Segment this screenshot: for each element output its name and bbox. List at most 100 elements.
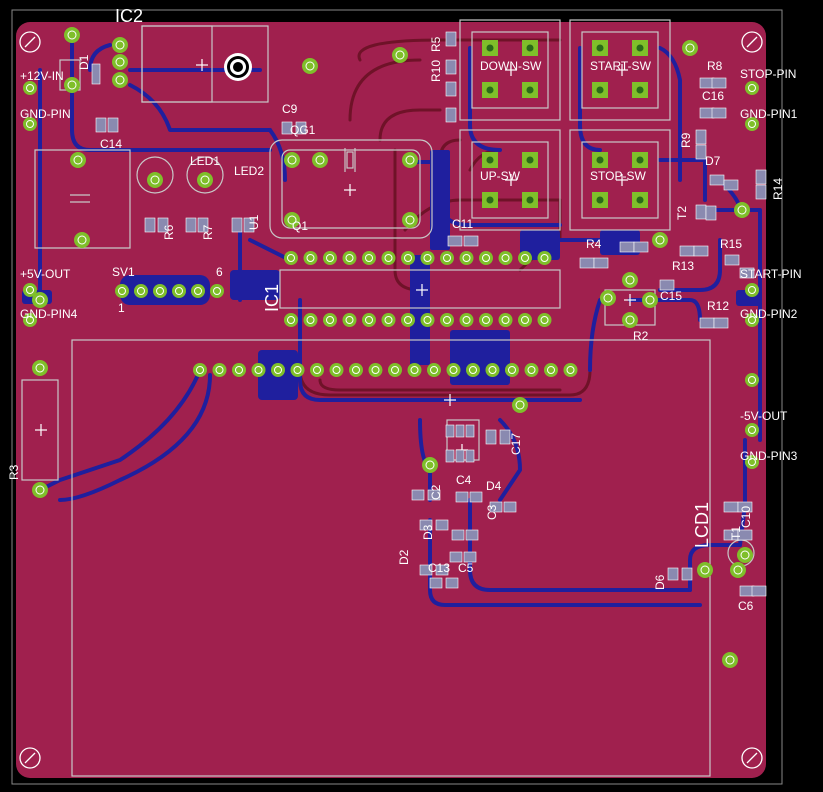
smd-pad <box>633 241 649 253</box>
smd-pad <box>197 217 209 233</box>
board-outline <box>11 9 783 785</box>
smd-pad <box>463 235 479 247</box>
pad <box>722 652 738 668</box>
label-c2: C2 <box>429 484 443 500</box>
smd-pad <box>144 217 156 233</box>
smd-pad <box>445 424 455 438</box>
label-d3: D3 <box>421 524 435 540</box>
smd-pad <box>485 429 497 445</box>
pad <box>70 152 86 168</box>
label-t1: T1 <box>729 526 743 540</box>
label-q1: Q1 <box>292 219 308 233</box>
label-d7: D7 <box>705 154 721 168</box>
pad <box>512 397 528 413</box>
pad <box>342 251 357 265</box>
smd-pad <box>243 217 255 233</box>
label-led2: LED2 <box>234 164 264 178</box>
pad <box>544 363 558 377</box>
label-gnd-pin: GND-PIN <box>20 107 71 121</box>
pad <box>622 272 638 288</box>
label-gnd-pin2: GND-PIN2 <box>740 307 798 321</box>
pad-hole <box>486 44 494 52</box>
smd-pad <box>711 77 727 89</box>
pad <box>479 313 493 327</box>
label-sv1: SV1 <box>112 265 135 279</box>
pad <box>197 172 213 188</box>
silkscreen <box>21 19 755 777</box>
pad <box>427 363 441 377</box>
pad <box>697 562 713 578</box>
pad <box>112 54 128 70</box>
pad <box>74 232 90 248</box>
pad <box>600 290 616 306</box>
pad <box>498 313 513 327</box>
pad <box>112 72 128 88</box>
pad <box>402 152 418 168</box>
pad <box>172 284 186 298</box>
smd-pad <box>489 501 503 513</box>
label-gnd-pin4: GND-PIN4 <box>20 307 78 321</box>
smd-pad <box>469 491 483 503</box>
pad <box>153 284 167 298</box>
smd-pad <box>455 424 465 438</box>
pad <box>191 284 205 298</box>
label-stop-pin: STOP-PIN <box>740 67 796 81</box>
pad-hole <box>526 86 534 94</box>
pad <box>440 251 454 265</box>
pad <box>271 363 285 377</box>
smd-pad <box>419 564 433 576</box>
pad <box>284 313 298 327</box>
pad <box>420 251 435 265</box>
smd-pad <box>445 107 457 123</box>
pad <box>193 363 207 377</box>
smd-pad <box>445 59 457 75</box>
pad <box>284 251 298 265</box>
smd-pad <box>91 63 101 85</box>
smd-pad <box>427 489 441 501</box>
smd-pad <box>724 254 740 266</box>
pad <box>381 251 396 265</box>
smd-pad <box>465 529 479 541</box>
pad <box>32 482 48 498</box>
smd-pad <box>295 121 307 135</box>
smd-pad <box>445 31 457 47</box>
smd-pad <box>445 577 459 589</box>
pad <box>563 363 578 377</box>
pad <box>402 212 418 228</box>
smd-pad <box>419 519 433 531</box>
smd-pad <box>695 144 707 160</box>
pad <box>232 363 246 377</box>
pad <box>479 251 493 265</box>
pad <box>381 313 396 327</box>
smd-pad <box>451 529 465 541</box>
smd-pad <box>107 117 119 133</box>
pad-hole <box>636 196 644 204</box>
pad <box>537 251 552 265</box>
pad-hole <box>636 44 644 52</box>
label-r13: R13 <box>672 259 694 273</box>
pad <box>323 313 337 327</box>
label-led1: LED1 <box>190 154 220 168</box>
label-r3: R3 <box>7 464 21 480</box>
smd-pad <box>435 519 449 531</box>
label-c16: C16 <box>702 89 724 103</box>
smd-pad <box>705 205 717 221</box>
smd-pad <box>499 429 511 445</box>
label-c9: C9 <box>282 102 298 116</box>
smd-pad <box>723 501 739 513</box>
smd-pad <box>411 489 425 501</box>
smd-pad <box>455 449 465 463</box>
label-c14: C14 <box>100 137 122 151</box>
pad <box>115 284 129 298</box>
label-start-pin: START-PIN <box>740 267 802 281</box>
label-c5: C5 <box>458 561 474 575</box>
label-d6: D6 <box>653 574 667 590</box>
component-labels: IC2 +12V-IN D1 GND-PIN C14 C9 QG1 Q1 LED… <box>7 6 802 613</box>
label-m5v-out: -5V-OUT <box>740 409 788 423</box>
smd-pad <box>723 179 739 191</box>
pad <box>64 77 80 93</box>
smd-pad <box>693 245 709 257</box>
pad <box>210 284 224 298</box>
label-d2: D2 <box>397 549 411 565</box>
smd-pad <box>659 279 675 291</box>
